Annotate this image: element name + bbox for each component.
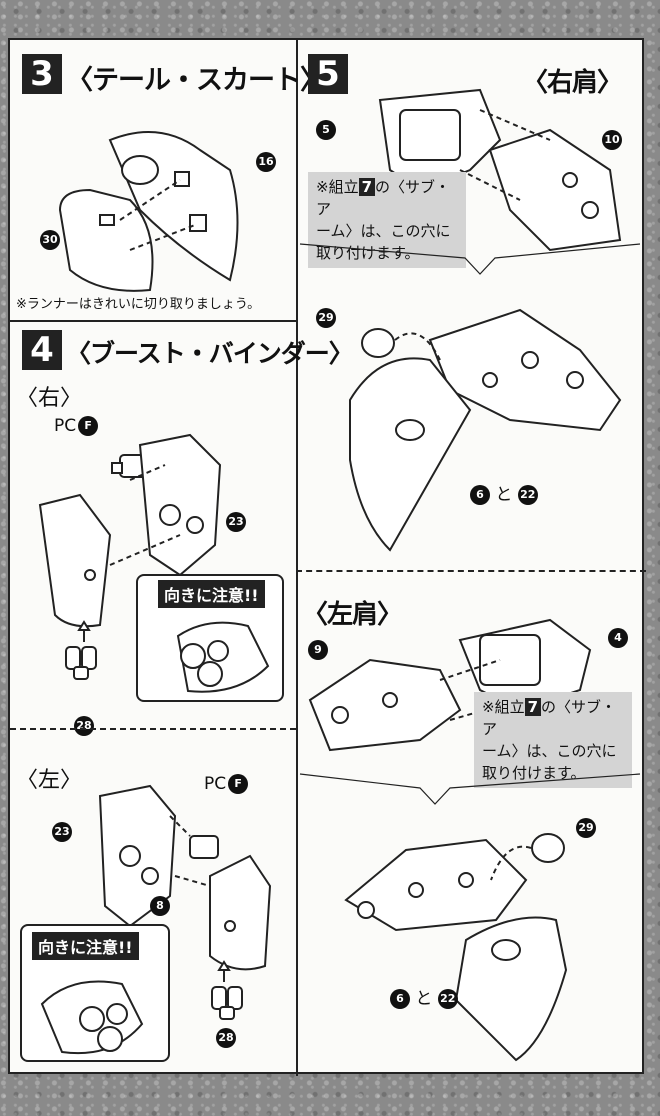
left-shoulder-assembled-diagram xyxy=(344,833,568,1062)
step3-title: 〈テール・スカート〉 xyxy=(66,65,327,96)
step4-left-label: 〈左〉 xyxy=(16,768,83,793)
step4-title: 〈ブースト・バインダー〉 xyxy=(66,339,354,368)
step4-number: 4 xyxy=(22,330,62,370)
part-badge-28-right: 28 xyxy=(74,716,94,736)
right-shoulder-assembled-diagram xyxy=(349,308,622,552)
column-divider xyxy=(296,40,298,1076)
combo-badge-6: 6 xyxy=(470,485,490,505)
pc-part-badge: F xyxy=(228,774,249,794)
part-badge-16: 16 xyxy=(256,152,276,172)
part-badge-9: 9 xyxy=(308,640,328,660)
binder-left-diagram xyxy=(98,784,272,971)
tail-skirt-diagram xyxy=(58,131,239,292)
binder-right-diagram xyxy=(38,433,222,628)
step3-note: ※ランナーはきれいに切り取りましょう。 xyxy=(16,297,261,312)
pc-part-badge: F xyxy=(78,416,99,436)
part-badge-28-left: 28 xyxy=(216,1028,236,1048)
callout-line1: の〈サブ・ア xyxy=(316,178,451,218)
pc-label: PC xyxy=(54,416,77,436)
combo-joiner: と xyxy=(495,485,513,505)
caution-label-right: 向きに注意!! xyxy=(158,580,265,608)
left-shoulder-bracket xyxy=(299,773,641,805)
step4-right-label: 〈右〉 xyxy=(16,386,83,411)
part-badge-29-left: 29 xyxy=(576,818,596,838)
pc-label: PC xyxy=(204,774,227,794)
combo-badge-22: 22 xyxy=(517,485,538,505)
part-badge-10: 10 xyxy=(602,130,622,150)
step5-number: 5 xyxy=(308,54,348,94)
step4-dashed-divider xyxy=(10,728,296,730)
callout-step-number: 7 xyxy=(524,698,542,716)
part-badge-23-left: 23 xyxy=(52,822,72,842)
step5-dashed-divider xyxy=(296,570,646,572)
callout-line2: ーム〉は、この穴に xyxy=(482,742,617,760)
callout-prefix: ※組立 xyxy=(316,178,359,196)
callout-line1: の〈サブ・ア xyxy=(482,698,617,738)
part-badge-8-left: 8 xyxy=(150,896,170,916)
instruction-sheet: 3 〈テール・スカート〉 16 30 ※ランナーはきれいに切り取りましょう。 4… xyxy=(8,38,646,1076)
callout-line2: ーム〉は、この穴に xyxy=(316,222,451,240)
callout-step-number: 7 xyxy=(358,178,376,196)
step3-number: 3 xyxy=(22,54,62,94)
part-28-right-diagram xyxy=(65,620,97,680)
caution-label-left: 向きに注意!! xyxy=(32,932,139,960)
step3-divider xyxy=(10,320,296,322)
callout-line3: 取り付けます。 xyxy=(316,244,420,262)
callout-prefix: ※組立 xyxy=(482,698,525,716)
part-badge-29-right: 29 xyxy=(316,308,336,328)
part-badge-4: 4 xyxy=(608,628,628,648)
part-badge-23-right: 23 xyxy=(226,512,246,532)
combo-badge-22: 22 xyxy=(437,989,458,1009)
right-shoulder-combo: 6 と 22 xyxy=(470,480,538,505)
right-shoulder-exploded-diagram xyxy=(378,88,622,252)
combo-badge-6: 6 xyxy=(390,989,410,1009)
left-shoulder-exploded-diagram xyxy=(308,618,592,752)
right-shoulder-title: 〈右肩〉 xyxy=(522,68,623,98)
left-shoulder-title: 〈左肩〉 xyxy=(302,600,403,630)
part-badge-30: 30 xyxy=(40,230,60,250)
callout-line3: 取り付けます。 xyxy=(482,764,586,782)
part-28-left-diagram xyxy=(211,960,243,1020)
part-badge-5: 5 xyxy=(316,120,336,140)
right-shoulder-bracket xyxy=(299,243,641,275)
left-shoulder-combo: 6 と 22 xyxy=(390,984,458,1009)
combo-joiner: と xyxy=(415,989,433,1009)
